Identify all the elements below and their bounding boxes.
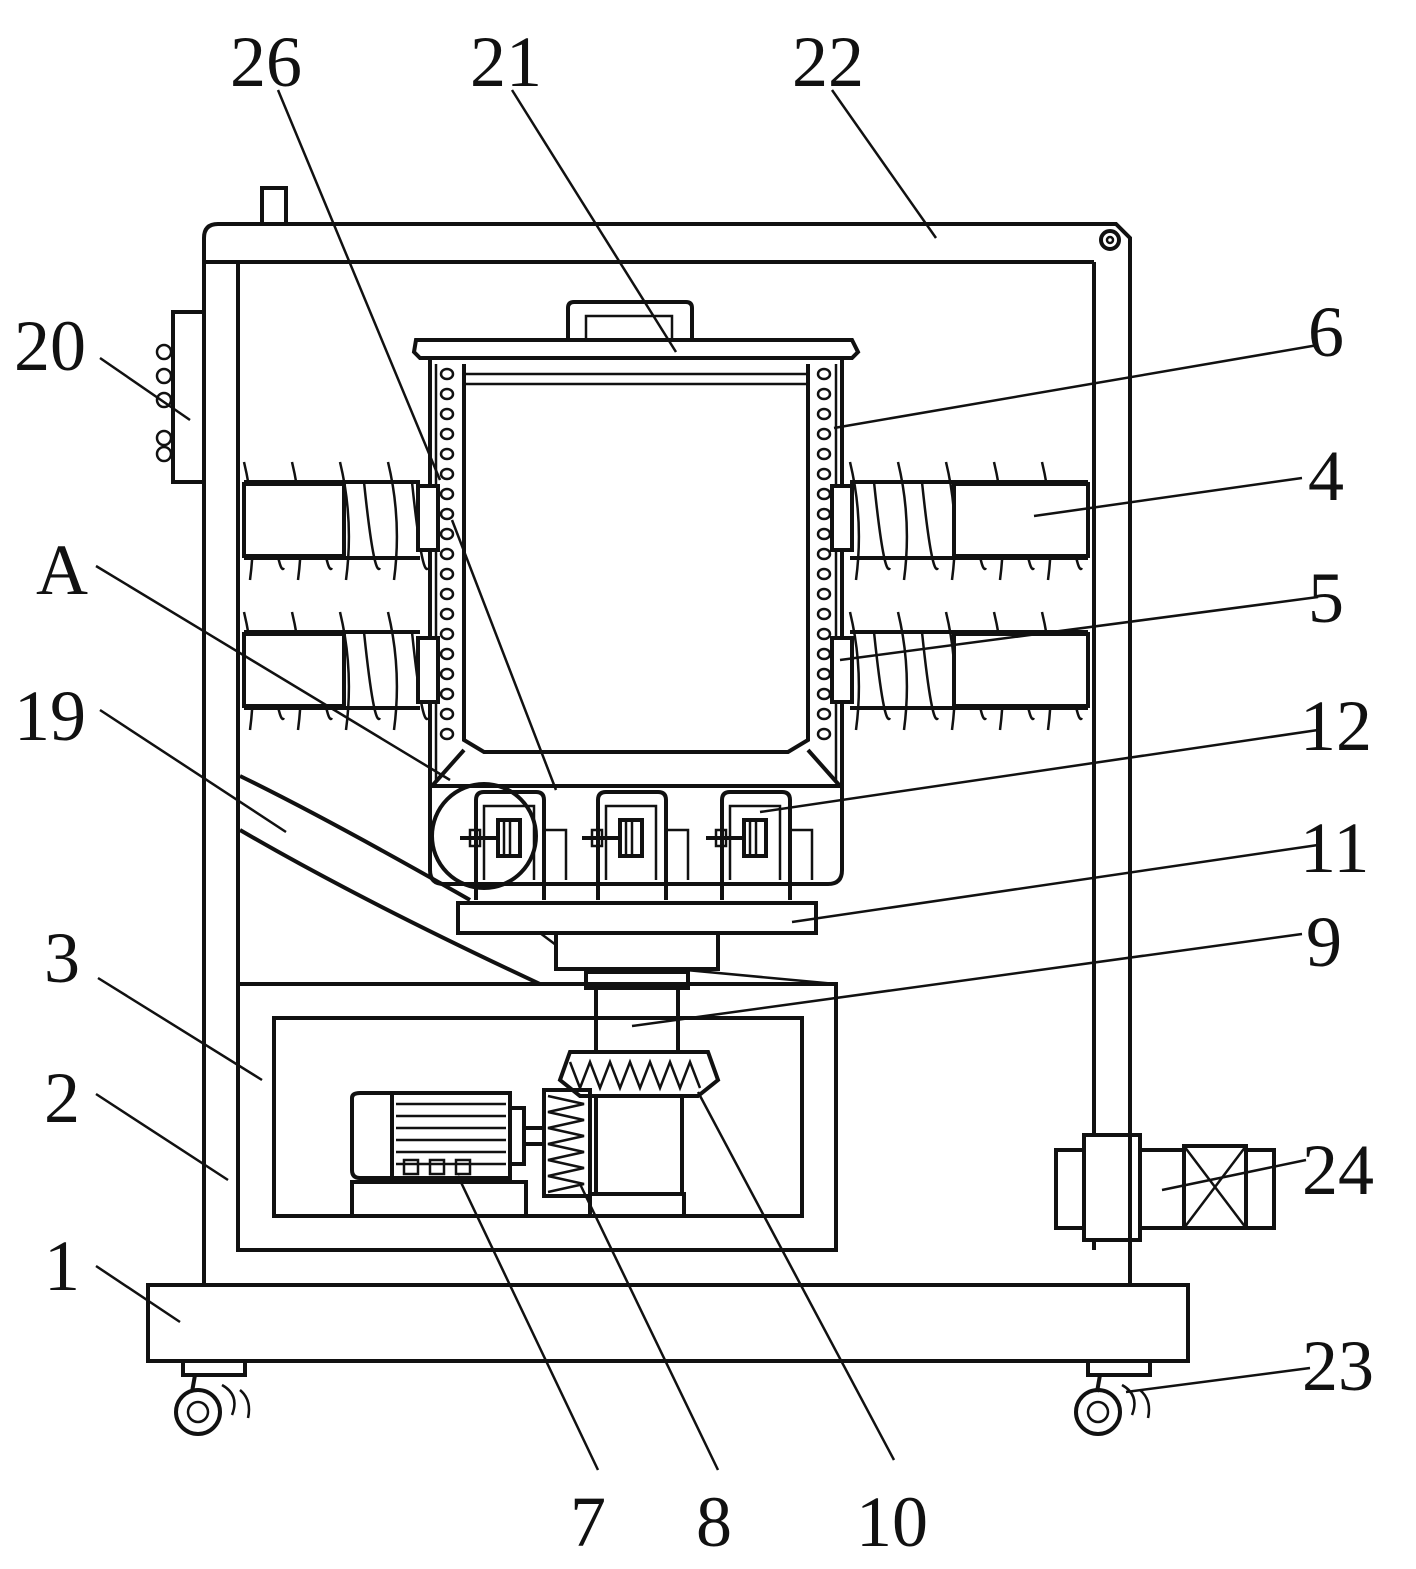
label-23: 23: [1302, 1326, 1374, 1406]
label-3: 3: [44, 918, 80, 998]
screw-bearing: [830, 636, 854, 704]
control-panel: [155, 310, 206, 484]
coil-ring: [816, 667, 832, 681]
stir-housing: [720, 790, 792, 900]
label-5: 5: [1308, 558, 1344, 638]
stir-collar: [714, 828, 728, 848]
stirring-unit: [582, 790, 690, 900]
label-a: A: [36, 530, 88, 610]
coil-ring: [816, 687, 832, 701]
label-26: 26: [230, 22, 302, 102]
base-plate: [146, 1283, 1190, 1363]
label-6: 6: [1308, 292, 1344, 372]
coil-ring: [816, 547, 832, 561]
stir-link: [666, 828, 690, 880]
reference-labels: 26 21 22 20 6 4 A 5 19 12 11 3 9 2 24 1 …: [14, 22, 1374, 1562]
stir-inner: [604, 804, 658, 880]
label-24: 24: [1302, 1130, 1374, 1210]
label-11: 11: [1300, 808, 1369, 888]
label-4: 4: [1308, 436, 1344, 516]
coil-ring: [439, 687, 455, 701]
coil-ring: [816, 487, 832, 501]
main-frame: [202, 186, 1132, 1285]
coil-ring: [439, 407, 455, 421]
coil-ring: [439, 467, 455, 481]
label-8: 8: [696, 1482, 732, 1562]
coil-ring: [816, 447, 832, 461]
label-19: 19: [14, 676, 86, 756]
coil-ring: [816, 467, 832, 481]
caster-left: [174, 1359, 251, 1436]
screw-housing: [242, 482, 346, 558]
coil-ring: [439, 727, 455, 741]
label-20: 20: [14, 306, 86, 386]
coil-ring: [439, 627, 455, 641]
coil-ring: [816, 587, 832, 601]
coil-ring: [816, 507, 832, 521]
stir-link: [544, 828, 568, 880]
coil-ring: [439, 367, 455, 381]
stir-link: [790, 828, 814, 880]
screw-conveyors: [242, 461, 1090, 731]
screw-bearing: [830, 484, 854, 552]
heating-coils-left: [434, 364, 455, 782]
screw-housing: [952, 632, 1090, 708]
coil-ring: [439, 587, 455, 601]
label-2: 2: [44, 1058, 80, 1138]
motor-housing: [236, 982, 838, 1252]
turntable: [456, 901, 818, 971]
drive-gear: [542, 1088, 592, 1198]
caster-right: [1074, 1359, 1152, 1436]
heating-coils-right: [816, 364, 838, 782]
label-9: 9: [1306, 902, 1342, 982]
label-1: 1: [44, 1226, 80, 1306]
label-10: 10: [856, 1482, 928, 1562]
coil-ring: [439, 607, 455, 621]
coil-ring: [816, 567, 832, 581]
coil-ring: [816, 627, 832, 641]
coil-ring: [816, 367, 832, 381]
outlet-valve: [1054, 1133, 1276, 1242]
coil-ring: [439, 507, 455, 521]
coil-ring: [439, 667, 455, 681]
coil-ring: [439, 707, 455, 721]
label-21: 21: [470, 22, 542, 102]
label-12: 12: [1300, 686, 1372, 766]
coil-ring: [439, 567, 455, 581]
screw-bearing: [416, 484, 440, 552]
label-22: 22: [792, 22, 864, 102]
coil-ring: [816, 427, 832, 441]
coil-ring: [439, 387, 455, 401]
coil-ring: [439, 647, 455, 661]
coil-ring: [816, 707, 832, 721]
coil-ring: [816, 407, 832, 421]
stirring-unit: [706, 790, 814, 900]
detail-circle-a: [430, 782, 538, 890]
coil-ring: [439, 427, 455, 441]
coil-ring: [439, 547, 455, 561]
screw-housing: [952, 482, 1090, 558]
stir-housing: [596, 790, 668, 900]
coil-ring: [816, 727, 832, 741]
motor: [350, 1091, 546, 1218]
screw-housing: [242, 632, 346, 708]
leader-lines: [95, 89, 1319, 1471]
coil-ring: [439, 447, 455, 461]
coil-ring: [439, 527, 455, 541]
mixing-drum: [411, 300, 861, 886]
shaft: [584, 970, 690, 1054]
coil-ring: [816, 387, 832, 401]
screw-bearing: [416, 636, 440, 704]
coil-ring: [439, 487, 455, 501]
label-7: 7: [570, 1482, 606, 1562]
stir-collar: [468, 828, 482, 848]
coil-ring: [816, 527, 832, 541]
stir-collar: [590, 828, 604, 848]
coil-ring: [816, 647, 832, 661]
bevel-gear: [557, 1050, 721, 1218]
stir-inner: [728, 804, 782, 880]
coil-ring: [816, 607, 832, 621]
